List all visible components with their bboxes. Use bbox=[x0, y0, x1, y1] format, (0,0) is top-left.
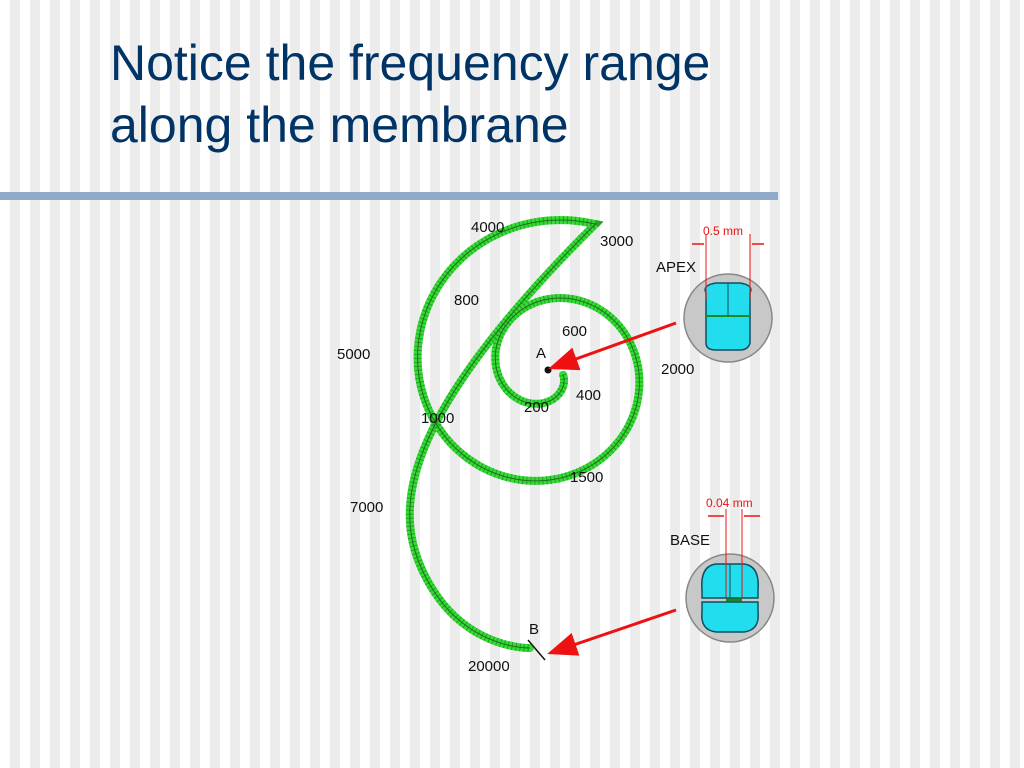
freq-label-600: 600 bbox=[562, 323, 587, 340]
title-line-2: along the membrane bbox=[110, 97, 569, 153]
title-line-1: Notice the frequency range bbox=[110, 35, 711, 91]
freq-label-7000: 7000 bbox=[350, 499, 383, 516]
freq-label-2000: 2000 bbox=[661, 361, 694, 378]
point-a-label: A bbox=[536, 345, 546, 362]
freq-label-5000: 5000 bbox=[337, 346, 370, 363]
base-cross-section bbox=[685, 553, 775, 643]
freq-label-200: 200 bbox=[524, 399, 549, 416]
apex-label: APEX bbox=[656, 259, 696, 276]
freq-label-1000: 1000 bbox=[421, 410, 454, 427]
apex-cross-section bbox=[683, 273, 773, 363]
apex-width-label: 0.5 mm bbox=[703, 224, 743, 238]
basilar-membrane-edge bbox=[409, 219, 640, 649]
freq-label-800: 800 bbox=[454, 292, 479, 309]
freq-label-20000: 20000 bbox=[468, 658, 510, 675]
apex-pointer-arrow bbox=[548, 321, 677, 371]
basilar-membrane bbox=[405, 216, 644, 653]
freq-label-1500: 1500 bbox=[570, 469, 603, 486]
base-tip-line bbox=[527, 639, 546, 661]
apex-center-point bbox=[544, 366, 552, 374]
point-b-label: B bbox=[529, 621, 539, 638]
base-label: BASE bbox=[670, 532, 710, 549]
slide-title: Notice the frequency range along the mem… bbox=[110, 32, 930, 156]
freq-label-400: 400 bbox=[576, 387, 601, 404]
title-divider bbox=[0, 192, 778, 200]
base-width-label: 0.04 mm bbox=[706, 496, 753, 510]
freq-label-3000: 3000 bbox=[600, 233, 633, 250]
freq-label-4000: 4000 bbox=[471, 219, 504, 236]
base-pointer-arrow bbox=[547, 608, 677, 656]
